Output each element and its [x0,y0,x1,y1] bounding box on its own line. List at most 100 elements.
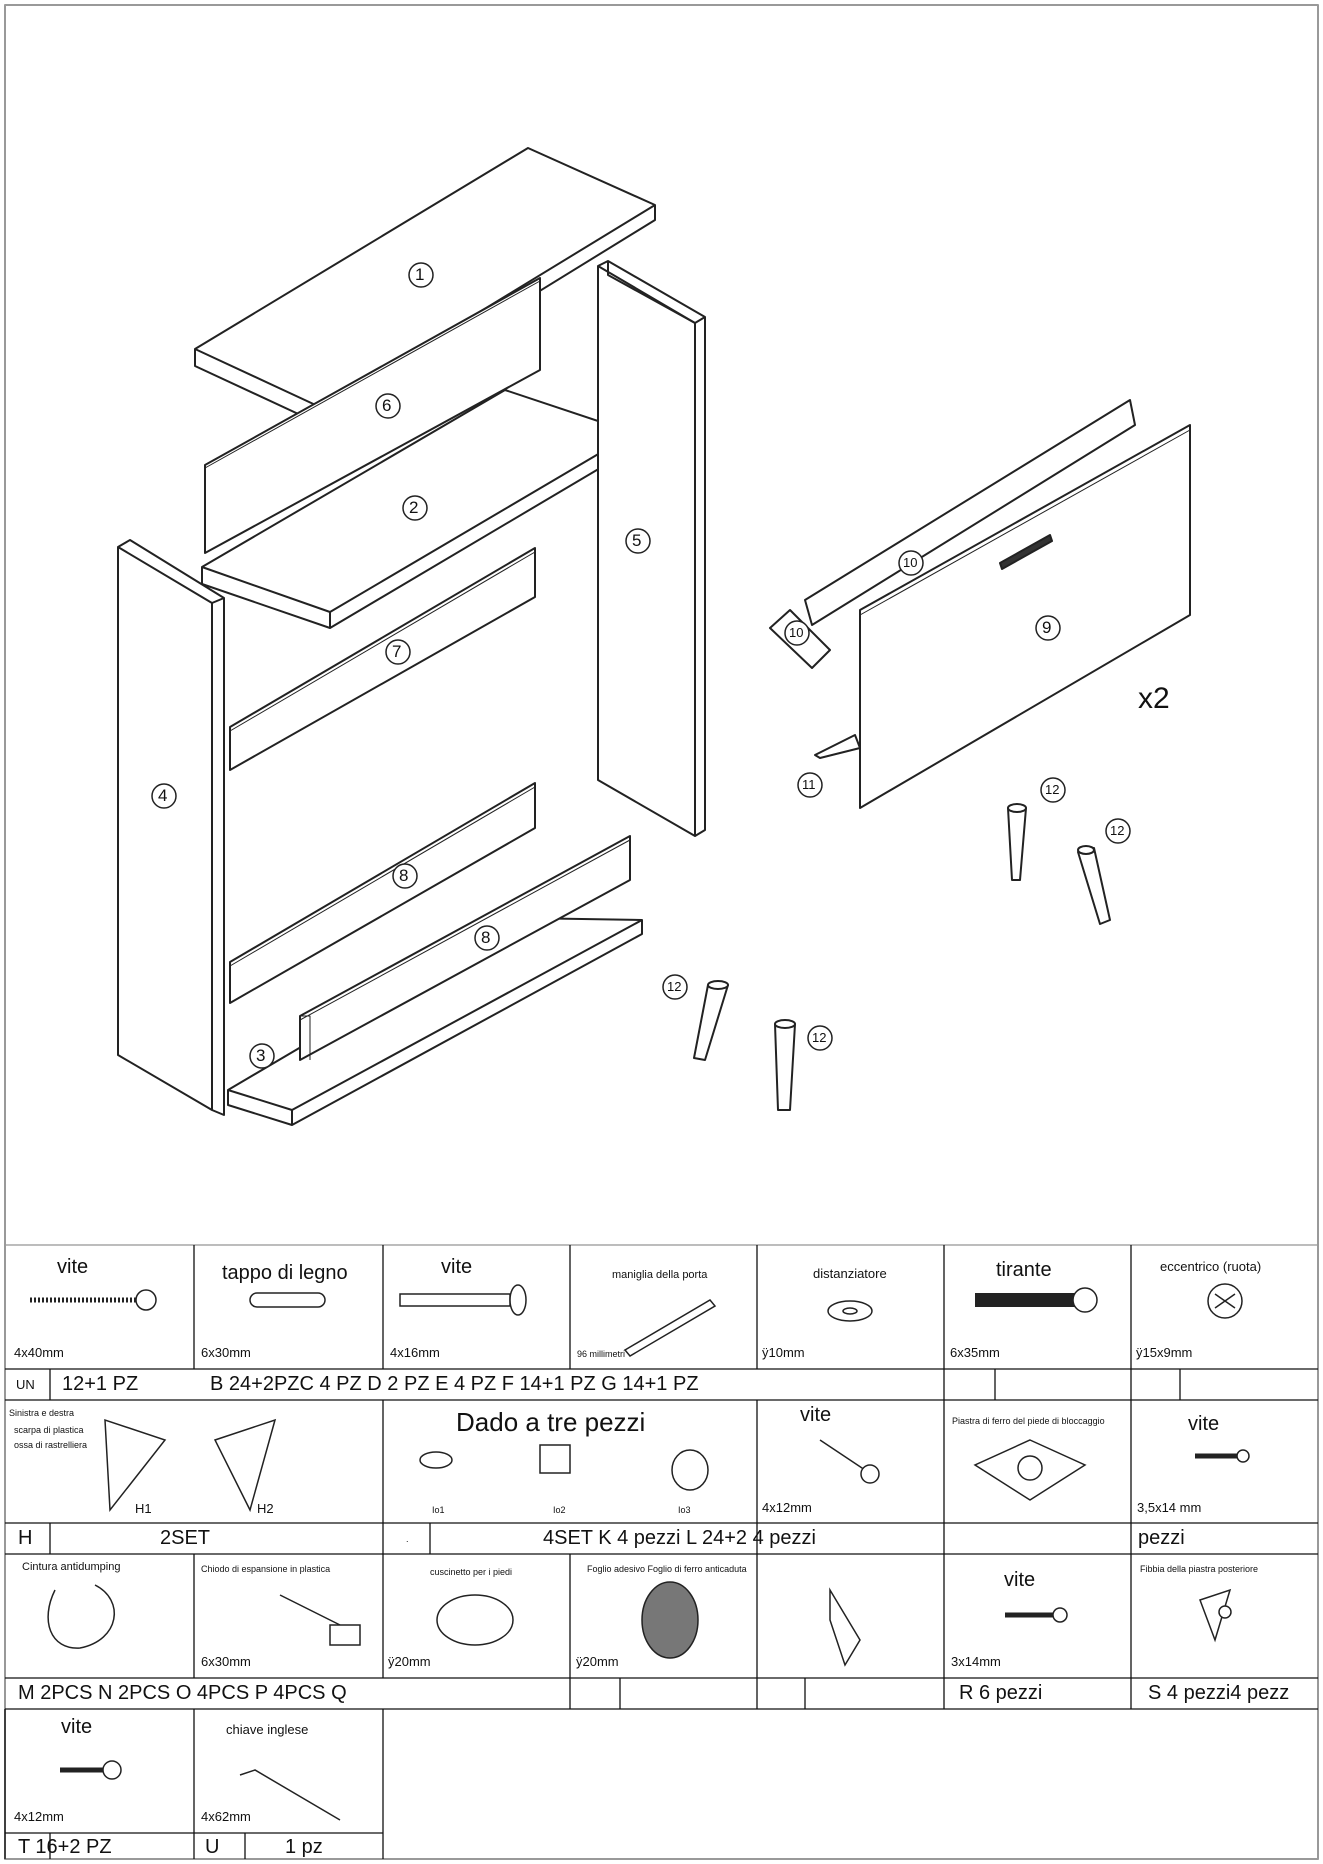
part-label: 12 [667,979,682,994]
part-label: 7 [392,642,402,661]
hardware-size: 3,5x14 mm [1137,1500,1202,1515]
hardware-name: Dado a tre pezzi [456,1407,646,1437]
wooden-dowel-icon [249,1292,326,1308]
hardware-name: Cintura antidumping [22,1561,121,1573]
screw-4x40-icon [30,1289,157,1311]
part-6-back-panel [204,277,541,554]
hardware-name: scarpa di plastica [14,1425,84,1435]
part-label: 12 [1045,782,1060,797]
locking-plate-icon [973,1439,1087,1501]
hardware-quantity: 1 pz [285,1836,323,1858]
part-label: 8 [481,928,491,947]
hardware-size: ÿ20mm [388,1654,431,1669]
part-label: 11 [802,777,816,792]
hardware-size: 6x35mm [950,1345,1000,1360]
plastic-anchor-icon [279,1594,361,1646]
hardware-name: Chiodo di espansione in plastica [201,1564,331,1574]
hardware-code: U [205,1836,220,1858]
hardware-quantity: S 4 pezzi4 pezz [1148,1682,1290,1704]
hardware-quantity: 12+1 PZ [62,1373,139,1395]
hardware-table-grid [4,1244,1319,1860]
hardware-name: distanziatore [813,1266,887,1281]
screw-3x14-icon [1005,1607,1068,1623]
hardware-size: 6x30mm [201,1345,251,1360]
hardware-size: 4x62mm [201,1809,251,1824]
hardware-quantity: R 6 pezzi [959,1682,1043,1704]
part-label: 12 [1110,823,1125,838]
drawer-quantity: x2 [1138,682,1170,715]
hardware-name: Sinistra e destra [9,1408,75,1418]
part-7-rail [229,547,536,771]
part-9-drawer-front [859,424,1191,809]
hardware-size: ÿ10mm [762,1345,805,1360]
drawer-assembly [769,399,1191,809]
hardware-name: tirante [996,1259,1052,1281]
hardware-name: vite [800,1404,832,1426]
hardware-name: vite [1004,1569,1036,1591]
hardware-name: vite [1188,1413,1220,1435]
hardware-quantity: 2SET [160,1527,211,1549]
part-10-drawer-back [804,399,1136,626]
part-label: 4 [158,786,168,805]
tie-rod-icon [975,1287,1098,1313]
screw-4x12-T-icon [60,1760,122,1780]
screw-4x16-icon [399,1284,527,1316]
hardware-quantity: B 24+2PZC 4 PZ D 2 PZ E 4 PZ F 14+1 PZ G… [210,1373,699,1395]
hardware-name: tappo di legno [222,1262,348,1284]
screw-4x12-icon [819,1439,880,1484]
hardware-name: Fibbia della piastra posteriore [1140,1564,1259,1574]
cam-lock-icon [1207,1283,1243,1319]
part-number-circles [151,262,1131,1069]
part-label: 10 [789,625,804,640]
part-label: 3 [256,1046,266,1065]
back-panel-buckle-icon [1199,1588,1232,1643]
hardware-name: cuscinetto per i piedi [430,1567,513,1577]
hardware-size: 3x14mm [951,1654,1001,1669]
hardware-mark: . [406,1534,409,1544]
three-piece-nut-icons [419,1444,709,1491]
hardware-quantity: 4SET K 4 pezzi L 24+2 4 pezzi [543,1527,816,1549]
hardware-name: Foglio adesivo Foglio di ferro anticadut… [587,1564,747,1574]
part-8-rail-upper [229,782,536,1004]
part-label: 6 [382,396,392,415]
part-4-left-side [117,539,225,1116]
hardware-size: ÿ15x9mm [1136,1345,1193,1360]
hardware-variant: H1 [135,1501,152,1516]
hardware-name: Piastra di ferro del piede di bloccaggio [952,1416,1105,1426]
hardware-name: vite [57,1256,89,1278]
hardware-size: 4x12mm [14,1809,64,1824]
part-5-right-side [597,260,706,837]
part-label: 10 [903,555,918,570]
part-label: 2 [409,498,419,517]
part-label: 5 [632,531,642,550]
hardware-name: chiave inglese [226,1722,309,1737]
screw-3-5x14-icon [1195,1449,1250,1463]
part-label: 9 [1042,618,1052,637]
hardware-size: 96 millimetri [577,1349,626,1359]
hardware-variant: Io2 [553,1505,566,1515]
hardware-icons [30,1283,1250,1821]
shoe-rack-hinge-icons [104,1418,277,1513]
part-8-rail-lower [299,835,631,1061]
legs [693,803,1111,1111]
hardware-size: 4x40mm [14,1345,64,1360]
hardware-size: 6x30mm [201,1654,251,1669]
hardware-quantity: pezzi [1138,1527,1185,1549]
door-handle-icon [623,1299,717,1357]
hardware-variant: Io3 [678,1505,691,1515]
anti-fall-sheet-icon [641,1581,699,1659]
foot-pad-icon [436,1594,514,1646]
hardware-variant: H2 [257,1501,274,1516]
hardware-size: 4x12mm [762,1500,812,1515]
allen-key-icon [239,1769,341,1821]
part-label: 12 [812,1030,827,1045]
hardware-name: vite [441,1256,473,1278]
hardware-code: H [18,1527,33,1549]
hardware-size: ÿ20mm [576,1654,619,1669]
drawer-handle [999,534,1053,570]
hardware-name: vite [61,1716,93,1738]
hardware-name: eccentrico (ruota) [1160,1259,1262,1274]
hardware-name: ossa di rastrelliera [14,1440,88,1450]
